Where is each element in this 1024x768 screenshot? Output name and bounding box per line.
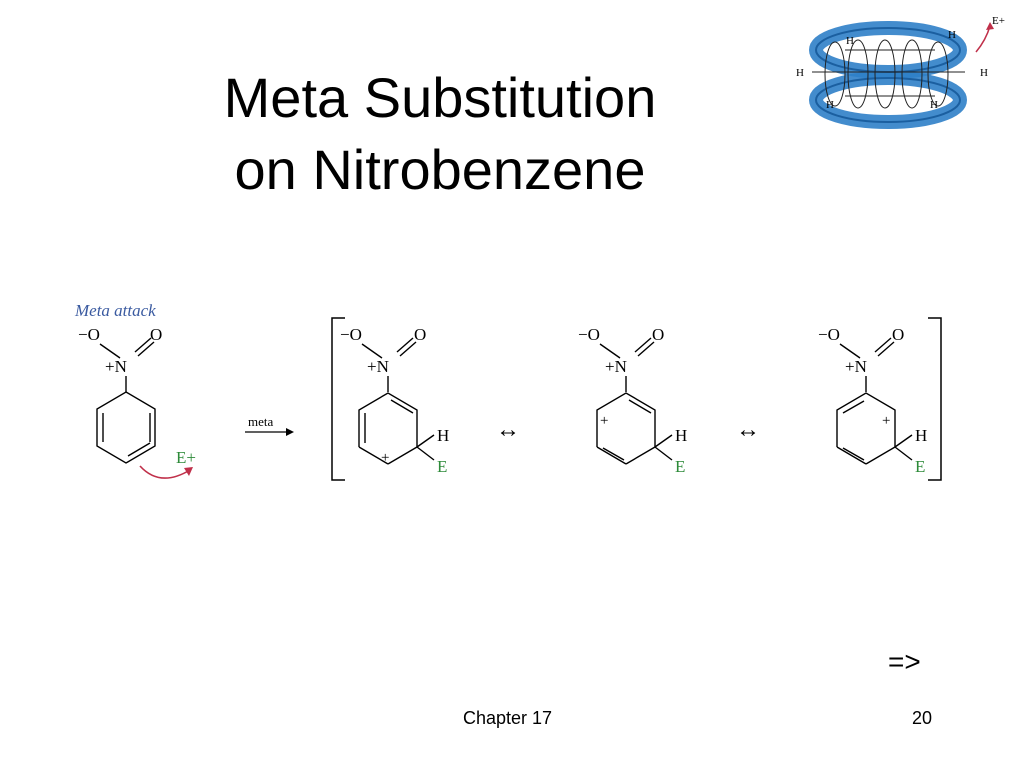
- reaction-arrow-label: meta: [248, 414, 273, 429]
- left-bracket: [331, 317, 345, 481]
- orbital-reagent-label: E+: [992, 15, 1005, 27]
- hydrogen-label: H: [675, 426, 687, 445]
- oxygen-negative-label: −O: [340, 325, 362, 344]
- curved-arrow-icon: [975, 25, 991, 53]
- electrophile-reagent-label: E+: [176, 448, 196, 467]
- positive-charge-label: +: [882, 413, 890, 429]
- arrowhead-icon: [184, 467, 193, 476]
- nitrogen-positive-label: +N: [105, 357, 127, 376]
- footer-chapter: Chapter 17: [463, 708, 553, 728]
- nitrogen-positive-label: +N: [367, 357, 389, 376]
- title-line-1: Meta Substitution: [223, 66, 657, 129]
- meta-attack-label: Meta attack: [74, 301, 156, 320]
- electrophile-label: E: [437, 457, 447, 476]
- right-bracket: [928, 317, 942, 481]
- positive-charge-label: +: [381, 450, 389, 466]
- orbital-h-label: H: [826, 99, 834, 111]
- arrowhead-icon: [986, 22, 994, 30]
- positive-charge-label: +: [600, 413, 608, 429]
- nitrogen-positive-label: +N: [605, 357, 627, 376]
- orbital-h-label: H: [948, 29, 956, 41]
- title-line-2: on Nitrobenzene: [234, 138, 646, 201]
- pi-orbital-illustration: H H H H H H E+: [796, 15, 1005, 129]
- orbital-h-label: H: [930, 99, 938, 111]
- arrowhead-icon: [286, 428, 294, 436]
- page-number: 20: [912, 708, 933, 728]
- resonance-structure-1: −O O +N + H E: [340, 325, 449, 476]
- resonance-arrow: ↔: [496, 417, 520, 443]
- resonance-structure-3: −O O +N + H E: [818, 325, 927, 476]
- resonance-arrow: ↔: [736, 417, 760, 443]
- oxygen-label: O: [150, 325, 162, 344]
- oxygen-negative-label: −O: [78, 325, 100, 344]
- nitrogen-positive-label: +N: [845, 357, 867, 376]
- resonance-structure-2: −O O +N + H E: [578, 325, 687, 476]
- orbital-h-label: H: [846, 35, 854, 47]
- orbital-h-label: H: [796, 67, 804, 79]
- hydrogen-label: H: [915, 426, 927, 445]
- electrophile-label: E: [915, 457, 925, 476]
- oxygen-negative-label: −O: [578, 325, 600, 344]
- slide-title: Meta Substitution on Nitrobenzene: [150, 62, 730, 206]
- oxygen-label: O: [892, 325, 904, 344]
- nitrobenzene-structure: −O O +N E+: [78, 325, 196, 479]
- electrophile-label: E: [675, 457, 685, 476]
- oxygen-label: O: [652, 325, 664, 344]
- oxygen-negative-label: −O: [818, 325, 840, 344]
- next-slide-marker[interactable]: =>: [888, 646, 921, 677]
- orbital-h-label: H: [980, 67, 988, 79]
- oxygen-label: O: [414, 325, 426, 344]
- curved-arrow-icon: [139, 465, 191, 479]
- hydrogen-label: H: [437, 426, 449, 445]
